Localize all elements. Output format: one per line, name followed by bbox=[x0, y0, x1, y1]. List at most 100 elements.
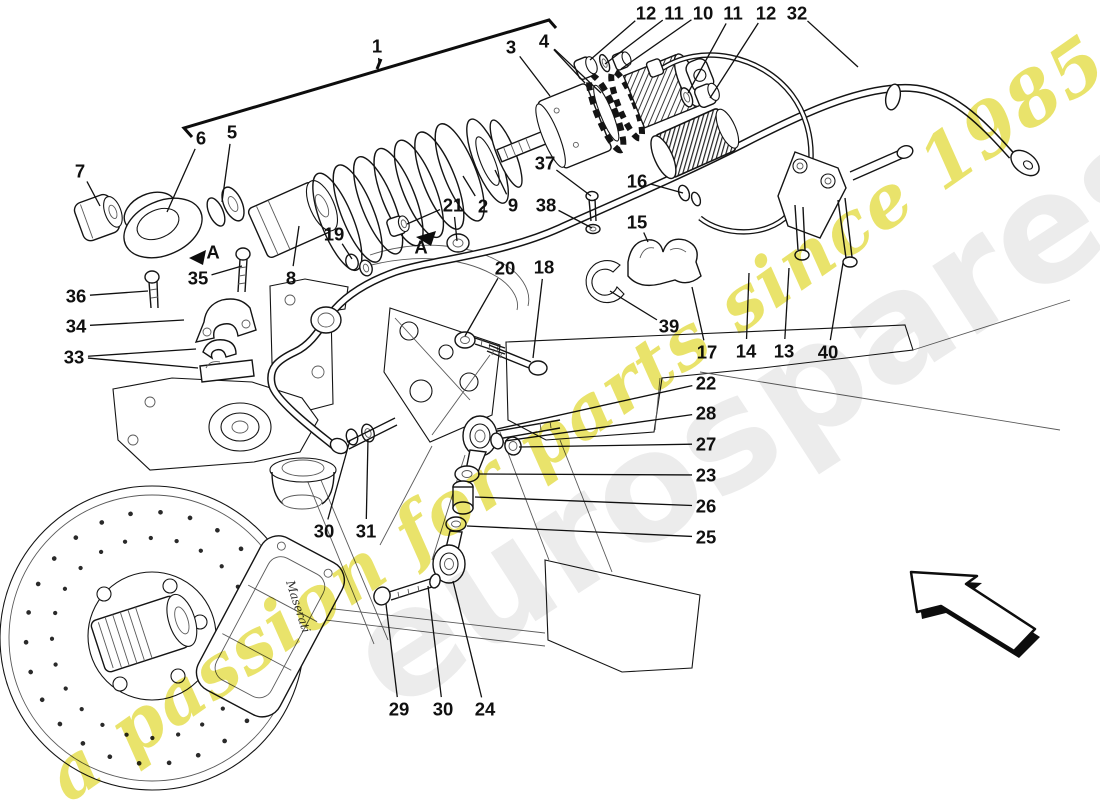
part-number-label: 20 bbox=[495, 258, 516, 279]
detail-view-label: A bbox=[414, 237, 427, 258]
leader-line bbox=[464, 278, 499, 337]
part-number-label: 35 bbox=[188, 268, 209, 289]
leader-line bbox=[87, 348, 197, 357]
leader-line bbox=[452, 580, 483, 698]
detail-arrow-icon bbox=[416, 231, 436, 246]
leader-line bbox=[453, 216, 458, 242]
part-number-label: 32 bbox=[787, 3, 808, 24]
leader-line bbox=[518, 443, 693, 448]
callout-leader-lines bbox=[86, 19, 859, 698]
leader-line bbox=[687, 23, 727, 94]
leader-line bbox=[406, 208, 441, 225]
detail-view-label: A bbox=[206, 242, 219, 263]
detail-view-arrows bbox=[189, 231, 436, 265]
leader-line bbox=[620, 19, 692, 70]
bar-link-bracket-drawing bbox=[777, 145, 914, 268]
leader-line bbox=[807, 20, 859, 68]
part-number-label: 25 bbox=[696, 527, 717, 548]
leader-line bbox=[474, 496, 693, 507]
leader-line bbox=[87, 357, 199, 369]
leader-line bbox=[555, 169, 592, 197]
part-number-label: 18 bbox=[534, 257, 555, 278]
part-number-label: 37 bbox=[535, 153, 556, 174]
brake-disc-drawing: Maserati bbox=[0, 485, 346, 791]
part-number-label: 5 bbox=[227, 122, 237, 143]
leader-line bbox=[589, 20, 636, 61]
part-number-label: 24 bbox=[475, 699, 496, 720]
fittings-upper bbox=[573, 51, 632, 80]
part-number-label: 30 bbox=[433, 699, 454, 720]
part-number-label: 12 bbox=[636, 3, 657, 24]
part-number-label: 12 bbox=[756, 3, 777, 24]
drop-link-drawing bbox=[345, 415, 561, 606]
part-number-label: 30 bbox=[314, 521, 335, 542]
leader-line bbox=[427, 585, 442, 698]
upright-hardware-drawing bbox=[345, 184, 702, 376]
part-number-label: 39 bbox=[659, 316, 680, 337]
leader-line bbox=[519, 55, 551, 97]
part-number-label: 34 bbox=[66, 316, 87, 337]
part-number-label: 26 bbox=[696, 496, 717, 517]
leader-line bbox=[292, 225, 300, 267]
leader-line bbox=[784, 267, 790, 340]
leader-line bbox=[86, 181, 101, 207]
leader-line bbox=[553, 49, 586, 84]
leader-line bbox=[341, 243, 353, 260]
part-number-label: 38 bbox=[536, 195, 557, 216]
leader-line bbox=[89, 290, 149, 296]
reservoir-drawing bbox=[650, 108, 740, 180]
detail-arrow-icon bbox=[189, 250, 206, 265]
leader-line bbox=[604, 19, 664, 65]
part-number-label: 13 bbox=[774, 341, 795, 362]
part-number-label: 3 bbox=[506, 37, 516, 58]
part-number-label: 28 bbox=[696, 403, 717, 424]
coil-spring-drawing bbox=[312, 53, 715, 272]
leader-line bbox=[691, 286, 705, 341]
bar-clamp-hardware-drawing bbox=[144, 247, 257, 383]
leader-line bbox=[532, 278, 543, 359]
leader-line bbox=[211, 265, 243, 276]
group-bracket bbox=[181, 18, 558, 138]
part-number-label: 11 bbox=[723, 3, 743, 24]
part-number-label: 21 bbox=[443, 195, 464, 216]
part-number-label: 29 bbox=[389, 699, 410, 720]
leader-line bbox=[89, 319, 185, 326]
part-number-label: 16 bbox=[627, 171, 648, 192]
part-number-label: 10 bbox=[693, 3, 714, 24]
leader-line bbox=[709, 22, 759, 99]
leader-line bbox=[477, 473, 693, 476]
leader-line bbox=[829, 262, 844, 341]
leader-line bbox=[466, 525, 693, 538]
hub-spline-drawing bbox=[90, 593, 198, 673]
part-number-label: 33 bbox=[64, 347, 85, 368]
part-number-label: 31 bbox=[356, 521, 377, 542]
leader-line bbox=[462, 175, 476, 197]
wheel-studs bbox=[96, 578, 208, 692]
leader-line bbox=[385, 603, 398, 698]
shock-absorber-assembly-drawing bbox=[73, 18, 814, 272]
part-number-label: 36 bbox=[66, 286, 87, 307]
leader-line bbox=[365, 438, 369, 520]
leader-line bbox=[496, 384, 693, 430]
leader-line bbox=[643, 232, 649, 243]
part-number-label: 1 bbox=[372, 36, 382, 57]
part-number-label: 2 bbox=[478, 196, 488, 217]
part-number-label: 6 bbox=[196, 128, 206, 149]
part-number-label: 7 bbox=[75, 161, 85, 182]
direction-arrow bbox=[909, 570, 1040, 658]
leader-line bbox=[504, 414, 693, 442]
leader-line bbox=[327, 439, 351, 520]
leader-line bbox=[221, 143, 231, 203]
part-number-label: 22 bbox=[696, 373, 717, 394]
leader-line bbox=[558, 209, 593, 229]
anti-roll-bar-drawing bbox=[267, 83, 1040, 455]
part-number-label: 8 bbox=[286, 268, 296, 289]
leader-line bbox=[166, 148, 196, 213]
leader-line bbox=[494, 169, 508, 195]
part-number-label: 27 bbox=[696, 434, 717, 455]
part-number-label: 17 bbox=[697, 342, 718, 363]
part-number-label: 40 bbox=[818, 342, 839, 363]
leader-line bbox=[553, 48, 602, 94]
